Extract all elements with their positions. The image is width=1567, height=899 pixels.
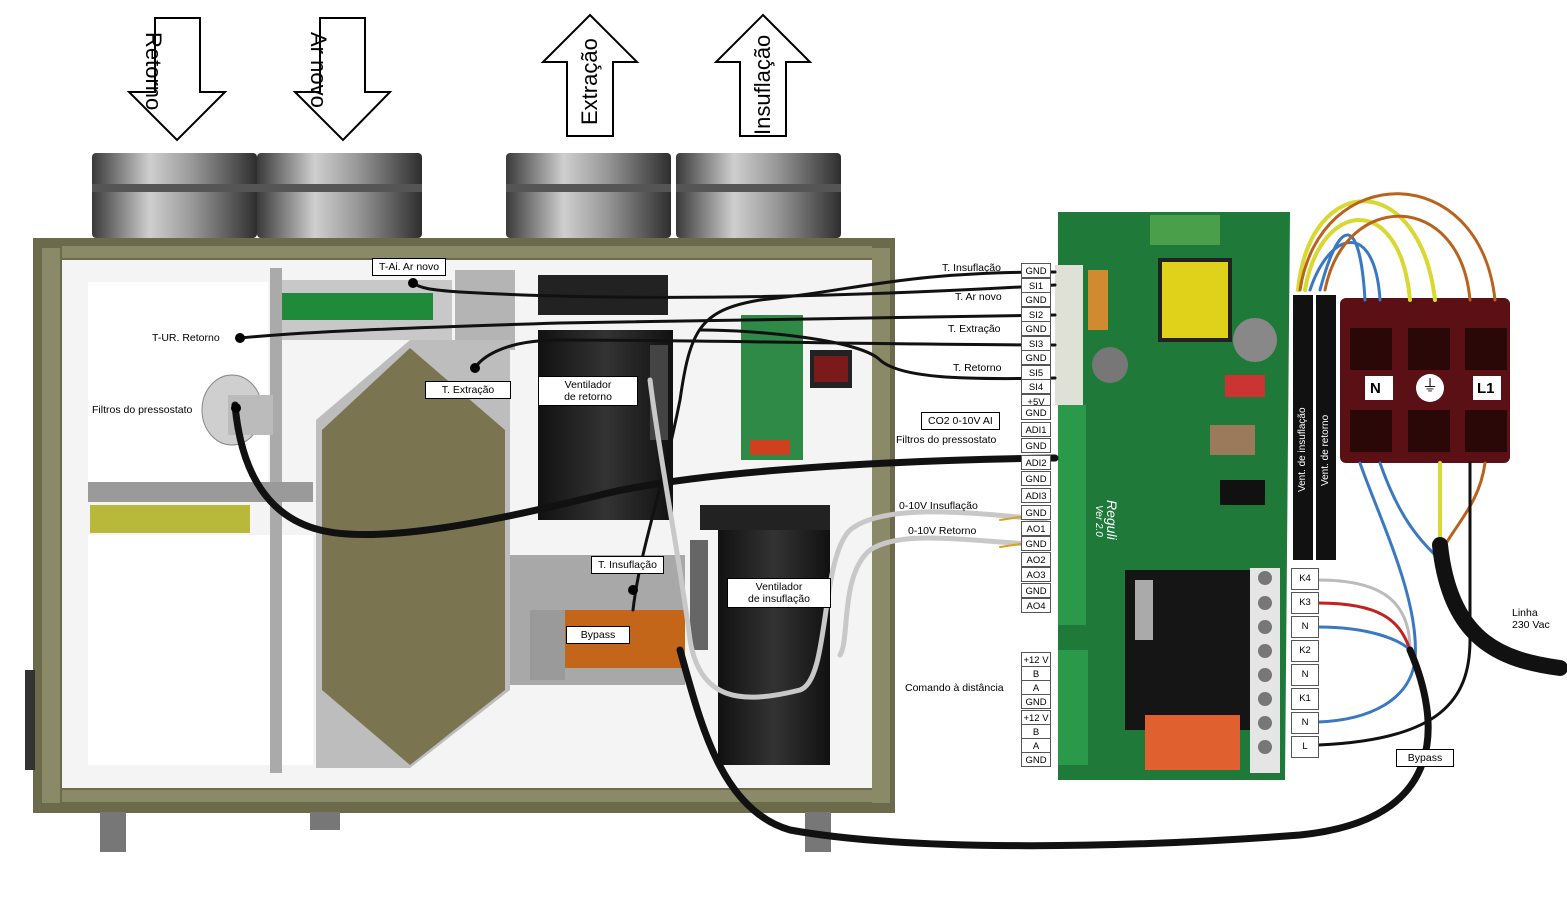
- terminal-block: [1340, 298, 1510, 463]
- remote-pin: GND: [1021, 694, 1051, 709]
- wire-label-t-retorno: T. Retorno: [953, 362, 1002, 374]
- wire-label-t-insuflacao: T. Insuflação: [942, 262, 1001, 274]
- ao-pin: AO2: [1021, 551, 1051, 567]
- adi-pin: GND: [1021, 438, 1051, 453]
- remote-pin: +12 V: [1021, 710, 1051, 725]
- sensor-pin: SI4: [1021, 379, 1051, 394]
- wire-label-comando-distancia: Comando à distância: [905, 682, 1004, 694]
- ao-pin: AO1: [1021, 520, 1051, 536]
- relay-pin: L: [1291, 736, 1319, 758]
- sensor-points: [231, 278, 638, 595]
- relay-pin: K4: [1291, 568, 1319, 590]
- wire-label-t-ar-novo: T. Ar novo: [955, 291, 1002, 303]
- wire-label-bypass-right: Bypass: [1396, 749, 1454, 768]
- internal-board: [741, 315, 852, 460]
- adi-pin: GND: [1021, 405, 1051, 420]
- label-vent-insuflacao: Vent. de insuflação: [1297, 407, 1308, 492]
- remote-pin: A: [1021, 680, 1051, 695]
- sensor-pin: GND: [1021, 263, 1051, 278]
- label-vent-retorno: Vent. de retorno: [1320, 414, 1331, 486]
- remote-pin: B: [1021, 666, 1051, 681]
- sensor-pin: SI3: [1021, 335, 1051, 351]
- relay-pin: N: [1291, 712, 1319, 734]
- terminal-l1: L1: [1477, 380, 1495, 397]
- sensor-pin: GND: [1021, 292, 1051, 307]
- terminal-n: N: [1370, 380, 1381, 397]
- board-label-version: Ver 2.0: [1093, 505, 1104, 537]
- label-t-extracao-inner: T. Extração: [425, 381, 511, 400]
- arrow-insuflacao: [713, 13, 813, 137]
- arrow-label-retorno: Retorno: [141, 32, 166, 111]
- sensor-pin: GND: [1021, 321, 1051, 336]
- relay-pin: N: [1291, 664, 1319, 686]
- board-label-reguli: Reguli: [1104, 500, 1120, 540]
- remote-pin: +12 V: [1021, 652, 1051, 667]
- remote-pin: B: [1021, 724, 1051, 739]
- label-filtros-pressostato-left: Filtros do pressostato: [92, 404, 193, 416]
- label-ventilador-retorno: Ventilador de retorno: [538, 376, 638, 407]
- wire-label-co2: CO2 0-10V AI: [921, 412, 1000, 431]
- arrow-label-insuflacao: Insuflação: [750, 34, 775, 135]
- remote-pin: A: [1021, 738, 1051, 753]
- label-t-ur-retorno: T-UR. Retorno: [152, 332, 220, 344]
- sensor-pin: SI1: [1021, 277, 1051, 293]
- ao-pin: GND: [1021, 505, 1051, 520]
- arrow-label-extracao: Extração: [577, 38, 602, 125]
- relay-pin: K3: [1291, 592, 1319, 614]
- sensor-pin: SI5: [1021, 364, 1051, 380]
- relay-pin: K2: [1291, 640, 1319, 662]
- ao-pin: GND: [1021, 536, 1051, 551]
- earth-icon: ⏚: [1422, 378, 1439, 395]
- ao-pin: GND: [1021, 582, 1051, 598]
- arrow-label-ar-novo: Ar novo: [306, 32, 331, 108]
- wire-label-linha: Linha 230 Vac: [1512, 607, 1550, 632]
- heat-exchanger: [316, 340, 510, 768]
- ao-pin: AO4: [1021, 598, 1051, 613]
- relay-pin: K1: [1291, 688, 1319, 710]
- wires: [231, 192, 1567, 850]
- adi-pin: GND: [1021, 471, 1051, 486]
- label-t-insuflacao-inner: T. Insuflação: [591, 556, 664, 575]
- sensor-pin: GND: [1021, 350, 1051, 365]
- label-ventilador-insuflacao: Ventilador de insuflação: [727, 578, 831, 609]
- arrow-retorno: [126, 17, 228, 142]
- remote-pin: GND: [1021, 752, 1051, 767]
- arrow-ar-novo: [292, 17, 393, 142]
- wire-label-0-10v-retorno: 0-10V Retorno: [908, 525, 977, 537]
- adi-pin: ADI2: [1021, 454, 1051, 470]
- relay-pin: N: [1291, 616, 1319, 638]
- ao-pin: AO3: [1021, 567, 1051, 582]
- sensor-pin: SI2: [1021, 306, 1051, 322]
- wire-label-filtros-pressostato: Filtros do pressostato: [896, 434, 997, 446]
- arrow-extracao: [540, 13, 640, 137]
- main-board: [1055, 212, 1290, 780]
- wire-label-0-10v-insuflacao: 0-10V Insuflação: [899, 500, 978, 512]
- supply-fan: [690, 505, 830, 765]
- duct-collars: [92, 153, 841, 238]
- label-t-ai-ar-novo: T-Ai. Ar novo: [372, 258, 447, 277]
- adi-pin: ADI1: [1021, 421, 1051, 437]
- label-bypass-unit: Bypass: [566, 626, 630, 645]
- adi-pin: ADI3: [1021, 487, 1051, 503]
- wire-label-t-extracao: T. Extração: [948, 323, 1001, 335]
